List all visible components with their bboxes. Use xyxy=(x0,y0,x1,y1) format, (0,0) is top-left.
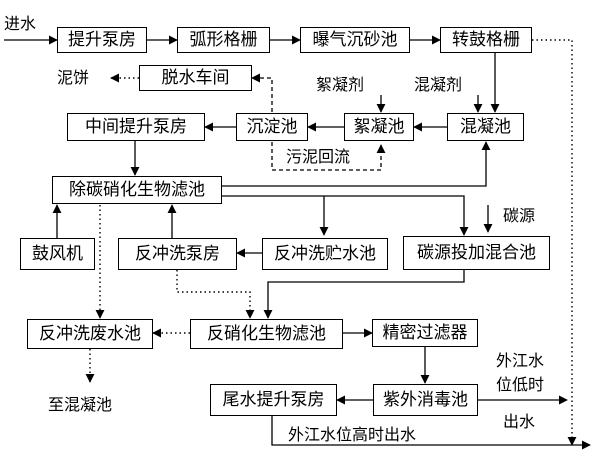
dotted-pump-to-denit xyxy=(176,270,255,319)
lift-pump-box: 提升泵房 xyxy=(57,27,147,53)
tail-pump-box: 尾水提升泵房 xyxy=(210,384,337,416)
arrow-nitr-to-coag xyxy=(222,141,491,187)
carbon-mixing-box: 碳源投加混合池 xyxy=(403,236,550,270)
backwash-waste-box: 反冲洗废水池 xyxy=(27,319,153,349)
dashed-sludge-return xyxy=(271,142,386,171)
river-low-label-2: 位低时 xyxy=(496,375,545,394)
arc-screen-box: 弧形格栅 xyxy=(177,27,270,53)
arrow-mixing-to-denit xyxy=(263,270,465,319)
river-low-label-1: 外江水 xyxy=(496,351,545,370)
aerated-grit-box: 曝气沉砂池 xyxy=(300,27,410,53)
sludge-return-label: 污泥回流 xyxy=(286,147,351,166)
blower-box: 鼓风机 xyxy=(20,238,95,270)
arrow-nitr-to-mixing xyxy=(222,195,469,236)
mid-lift-pump-box: 中间提升泵房 xyxy=(67,113,205,141)
river-high-label: 外江水位高时出水 xyxy=(288,425,417,444)
drum-screen-box: 转鼓格栅 xyxy=(440,27,532,53)
denitrification-filter-box: 反硝化生物滤池 xyxy=(190,319,343,349)
flocculation-box: 絮凝池 xyxy=(344,113,414,141)
to-coagulation-label: 至混凝池 xyxy=(48,395,113,414)
coagulant-label: 混凝剂 xyxy=(414,75,463,94)
carbon-source-label: 碳源 xyxy=(503,206,536,225)
backwash-pump-box: 反冲洗泵房 xyxy=(118,238,237,270)
inflow-label: 进水 xyxy=(4,14,37,33)
sedimentation-box: 沉淀池 xyxy=(236,113,308,141)
backwash-storage-box: 反冲洗贮水池 xyxy=(262,238,388,270)
sludge-cake-label: 泥饼 xyxy=(57,68,90,87)
nitrification-filter-box: 除碳硝化生物滤池 xyxy=(52,176,222,204)
uv-disinfection-box: 紫外消毒池 xyxy=(373,384,478,416)
coagulation-box: 混凝池 xyxy=(447,113,524,141)
fine-filter-box: 精密过滤器 xyxy=(372,319,478,347)
flocculant-label: 絮凝剂 xyxy=(316,75,365,94)
dewatering-box: 脱水车间 xyxy=(139,65,252,91)
dashed-sed-to-dewater xyxy=(251,73,273,112)
arrow-tail-outflow xyxy=(271,416,591,450)
river-low-label-3: 出水 xyxy=(503,412,536,431)
